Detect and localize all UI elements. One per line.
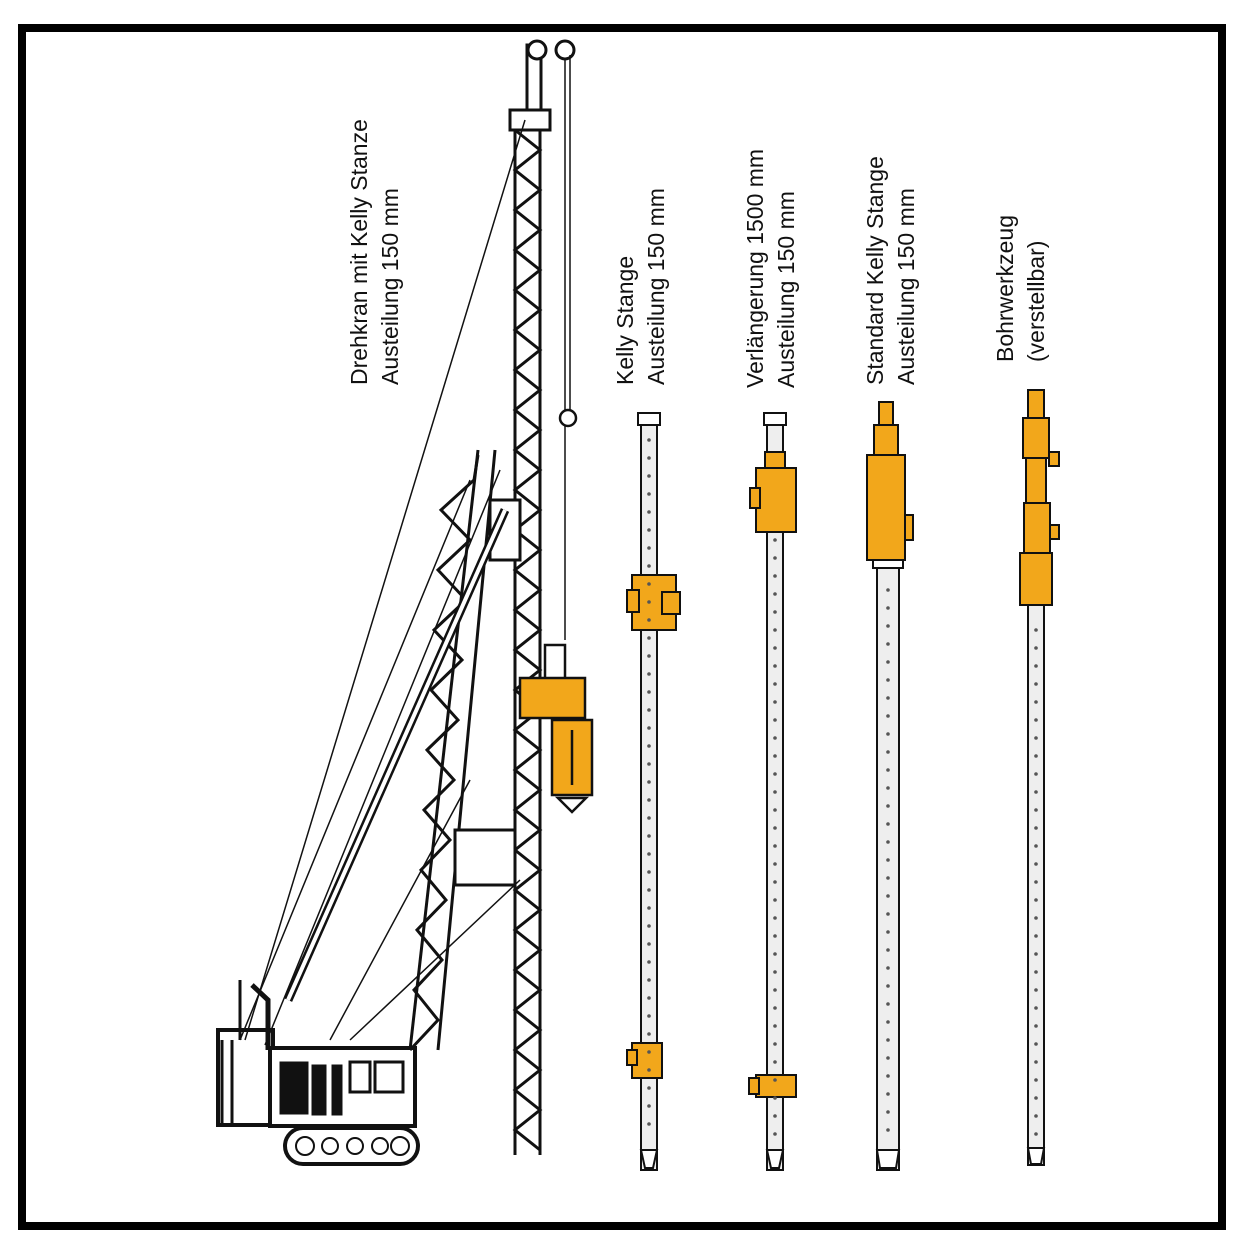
label-tool-line1: Bohrwerkzeug <box>992 214 1018 362</box>
kelly-rod-holes <box>647 438 651 1126</box>
label-tool-line2: (verstellbar) <box>1023 240 1049 362</box>
label-crane-line2: Austeilung 150 mm <box>377 188 403 385</box>
label-kelly-line1: Kelly Stange <box>612 255 638 385</box>
crawler-track <box>283 1126 420 1166</box>
label-kelly-line2: Austeilung 150 mm <box>643 188 669 385</box>
label-crane-line1: Drehkran mit Kelly Stanze <box>346 119 372 385</box>
label-tool: Bohrwerkzeug (verstellbar) <box>990 215 1052 362</box>
kelly-rod <box>626 412 681 1171</box>
standard-kelly-rod <box>866 401 914 1171</box>
drilling-tool <box>1019 389 1060 1166</box>
tool-rod-holes <box>1034 628 1038 1136</box>
label-standard-line1: Standard Kelly Stange <box>862 156 888 385</box>
label-kelly: Kelly Stange Austeilung 150 mm <box>610 188 672 385</box>
crane-boom <box>408 449 522 1052</box>
rotary-crane <box>216 39 594 1166</box>
outer-frame <box>18 24 1226 1230</box>
label-extension-line2: Austeilung 150 mm <box>773 191 799 388</box>
label-standard: Standard Kelly Stange Austeilung 150 mm <box>860 156 922 385</box>
support-cables <box>239 55 571 1046</box>
track-rollers <box>295 1136 410 1156</box>
extension-rod-holes <box>773 538 777 1136</box>
label-extension-line1: Verlängerung 1500 mm <box>742 148 768 388</box>
extension-rod <box>748 412 797 1171</box>
standard-rod-holes <box>886 588 890 1132</box>
label-extension: Verlängerung 1500 mm Austeilung 150 mm <box>740 149 802 388</box>
rotary-drive <box>518 643 594 814</box>
label-crane: Drehkran mit Kelly Stanze Austeilung 150… <box>344 119 406 385</box>
leader-mast <box>508 39 576 1155</box>
label-standard-line2: Austeilung 150 mm <box>893 188 919 385</box>
cab-counterweight <box>216 1028 275 1127</box>
